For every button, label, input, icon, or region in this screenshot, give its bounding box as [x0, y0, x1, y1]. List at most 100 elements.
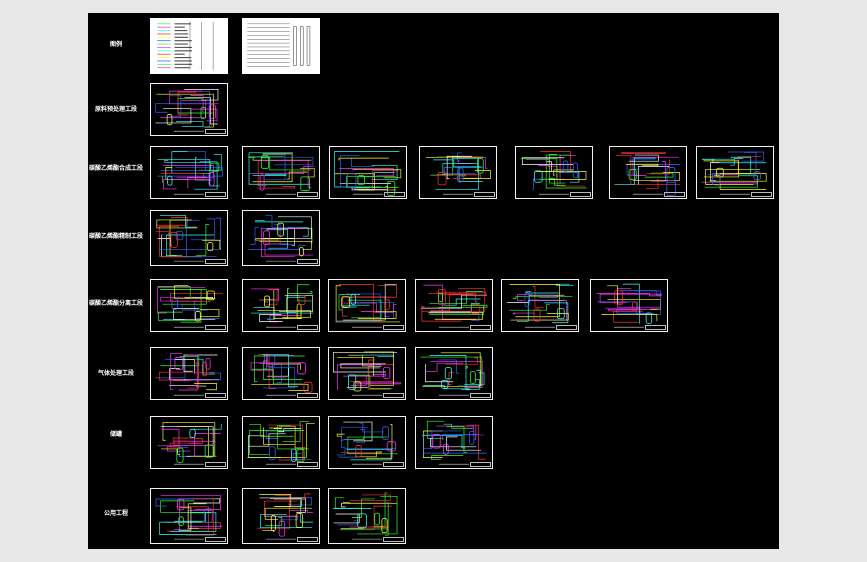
- process-line: [287, 291, 313, 294]
- process-line: [525, 291, 559, 294]
- process-line: [337, 364, 382, 391]
- vessel-symbol: [381, 518, 388, 534]
- drawing-sheet-r5-c4[interactable]: [415, 279, 493, 332]
- drawing-sheet-r4-c1[interactable]: [150, 210, 228, 266]
- process-line: [340, 363, 386, 369]
- process-line: [346, 365, 382, 388]
- process-line: [421, 288, 486, 312]
- drawing-sheet-r6-c3[interactable]: [328, 347, 406, 400]
- process-line: [268, 424, 303, 461]
- process-line: [262, 530, 275, 532]
- drawing-sheet-r5-c3[interactable]: [328, 279, 406, 332]
- process-line: [536, 171, 587, 180]
- process-line: [457, 369, 481, 387]
- process-line: [187, 176, 207, 189]
- title-block: [383, 192, 405, 197]
- drawing-sheet-r6-c1[interactable]: [150, 347, 228, 400]
- drawing-sheet-r3-c3[interactable]: [329, 146, 407, 199]
- process-line: [338, 157, 389, 161]
- process-line: [614, 157, 657, 185]
- drawing-sheet-r3-c4[interactable]: [419, 146, 497, 199]
- vessel-symbol: [277, 222, 284, 237]
- title-block: [469, 462, 491, 467]
- vessel-symbol: [438, 292, 444, 302]
- drawing-sheet-r1-c2[interactable]: [242, 18, 320, 74]
- drawing-sheet-r8-c3[interactable]: [328, 488, 406, 544]
- process-line: [194, 383, 217, 391]
- drawing-sheet-r6-c4[interactable]: [415, 347, 493, 400]
- vessel-symbol: [178, 516, 184, 527]
- process-line: [260, 514, 312, 529]
- drawing-sheet-r5-c2[interactable]: [242, 279, 320, 332]
- drawing-sheet-r3-c5[interactable]: [515, 146, 593, 199]
- process-line: [169, 368, 220, 380]
- process-line: [247, 156, 314, 166]
- drawing-sheet-r7-c4[interactable]: [415, 416, 493, 469]
- process-line: [338, 294, 361, 311]
- process-line: [607, 299, 661, 310]
- process-line: [157, 286, 193, 298]
- vessel-symbol: [477, 158, 484, 174]
- sheet-drawing: [596, 283, 662, 328]
- drawing-sheet-r1-c1[interactable]: [150, 18, 228, 74]
- process-line: [435, 158, 479, 190]
- vessel-symbol: [207, 242, 214, 252]
- process-line: [597, 301, 650, 314]
- process-line: [159, 225, 186, 257]
- process-line: [544, 302, 569, 324]
- sheet-drawing: [421, 420, 487, 465]
- process-line: [340, 439, 356, 441]
- drawing-sheet-r3-c1[interactable]: [150, 146, 228, 199]
- legend-text-stub: [174, 29, 188, 32]
- process-line: [162, 176, 164, 183]
- process-line: [252, 174, 287, 176]
- process-line: [625, 163, 659, 166]
- equipment-symbol: [306, 26, 311, 66]
- drawing-sheet-r7-c2[interactable]: [242, 416, 320, 469]
- process-line: [251, 288, 279, 301]
- drawing-sheet-r4-c2[interactable]: [242, 210, 320, 266]
- process-line: [349, 374, 392, 389]
- drawing-sheet-r8-c2[interactable]: [242, 488, 320, 544]
- process-line: [359, 422, 384, 433]
- vessel-symbol: [298, 295, 306, 305]
- legend-text-stub: [174, 56, 192, 59]
- drawing-sheet-r8-c1[interactable]: [150, 488, 228, 544]
- process-line: [158, 311, 200, 322]
- drawing-sheet-r2-c1[interactable]: [150, 83, 228, 136]
- title-block: [296, 462, 318, 467]
- vessel-symbol: [291, 448, 297, 462]
- vessel-symbol: [347, 173, 357, 188]
- process-line: [613, 311, 644, 323]
- process-line: [282, 421, 310, 442]
- process-line: [269, 315, 301, 323]
- drawing-sheet-r5-c6[interactable]: [590, 279, 668, 332]
- vessel-symbol: [469, 371, 476, 384]
- process-line: [251, 384, 309, 391]
- vessel-symbol: [387, 180, 396, 196]
- vessel-symbol: [210, 162, 220, 172]
- drawing-sheet-r6-c2[interactable]: [242, 347, 320, 400]
- process-line: [255, 220, 304, 223]
- process-line: [458, 159, 473, 164]
- legend-text-stub: [174, 23, 192, 25]
- process-line: [356, 495, 398, 535]
- vessel-symbol: [268, 446, 276, 461]
- process-line: [269, 427, 283, 429]
- drawing-sheet-r7-c3[interactable]: [328, 416, 406, 469]
- process-line: [553, 169, 574, 176]
- process-line: [165, 422, 216, 457]
- drawing-sheet-r5-c1[interactable]: [150, 279, 228, 332]
- drawing-sheet-r3-c7[interactable]: [696, 146, 774, 199]
- drawing-canvas[interactable]: 图例 原料预处理工段 碳酸乙烯酯合成工段 碳酸乙烯酯精制工段 碳酸乙烯酯分离工段…: [88, 13, 779, 549]
- drawing-sheet-r5-c5[interactable]: [501, 279, 579, 332]
- process-line: [174, 285, 216, 299]
- vessel-symbol: [348, 374, 357, 390]
- drawing-sheet-r3-c2[interactable]: [242, 146, 320, 199]
- drawing-sheet-r3-c6[interactable]: [609, 146, 687, 199]
- process-line: [620, 152, 666, 154]
- process-line: [428, 292, 478, 303]
- drawing-sheet-r7-c1[interactable]: [150, 416, 228, 469]
- process-line: [186, 220, 217, 257]
- vessel-symbol: [300, 176, 310, 192]
